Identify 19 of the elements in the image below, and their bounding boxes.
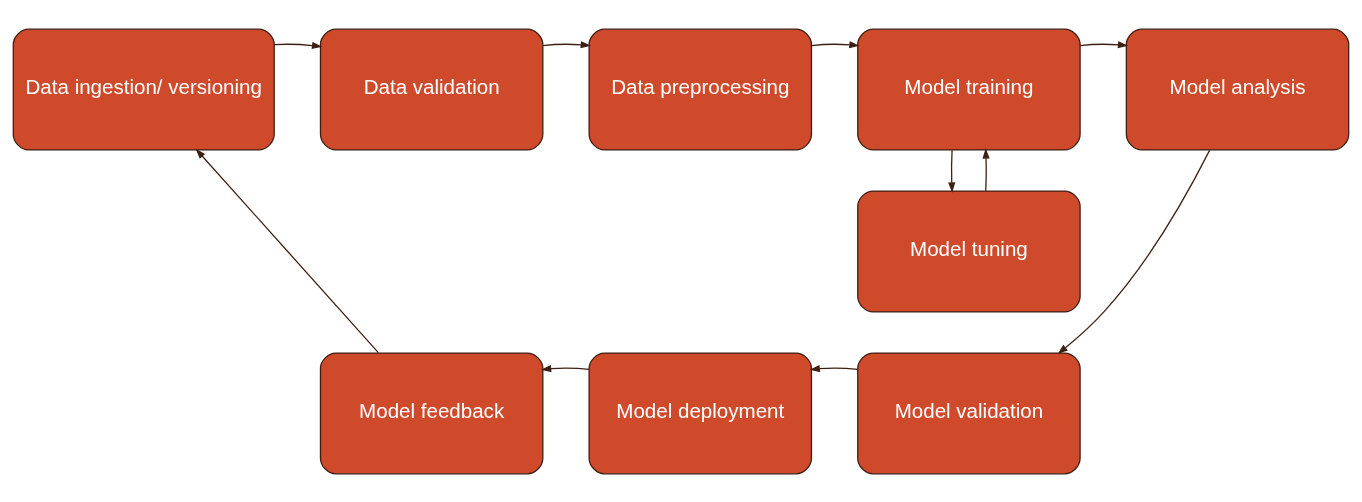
arrow <box>542 40 591 48</box>
node-box: Data preprocessing <box>588 28 813 151</box>
node-box: Data validation <box>319 28 544 151</box>
arrow <box>540 364 590 372</box>
arrow <box>982 147 990 191</box>
arrow <box>810 40 860 48</box>
node-box: Data ingestion/ versioning <box>12 28 275 151</box>
arrow <box>1057 149 1211 354</box>
node-box: Model training <box>857 28 1081 151</box>
arrow <box>809 364 859 372</box>
arrow <box>948 149 956 193</box>
node-box: Model validation <box>857 351 1081 474</box>
node-box: Model analysis <box>1125 28 1350 151</box>
node-box: Model tuning <box>857 189 1081 313</box>
node-box: Model feedback <box>319 351 544 474</box>
arrow <box>273 41 323 49</box>
arrow <box>195 148 379 353</box>
arrow <box>1079 40 1129 48</box>
node-box: Model deployment <box>588 351 813 474</box>
